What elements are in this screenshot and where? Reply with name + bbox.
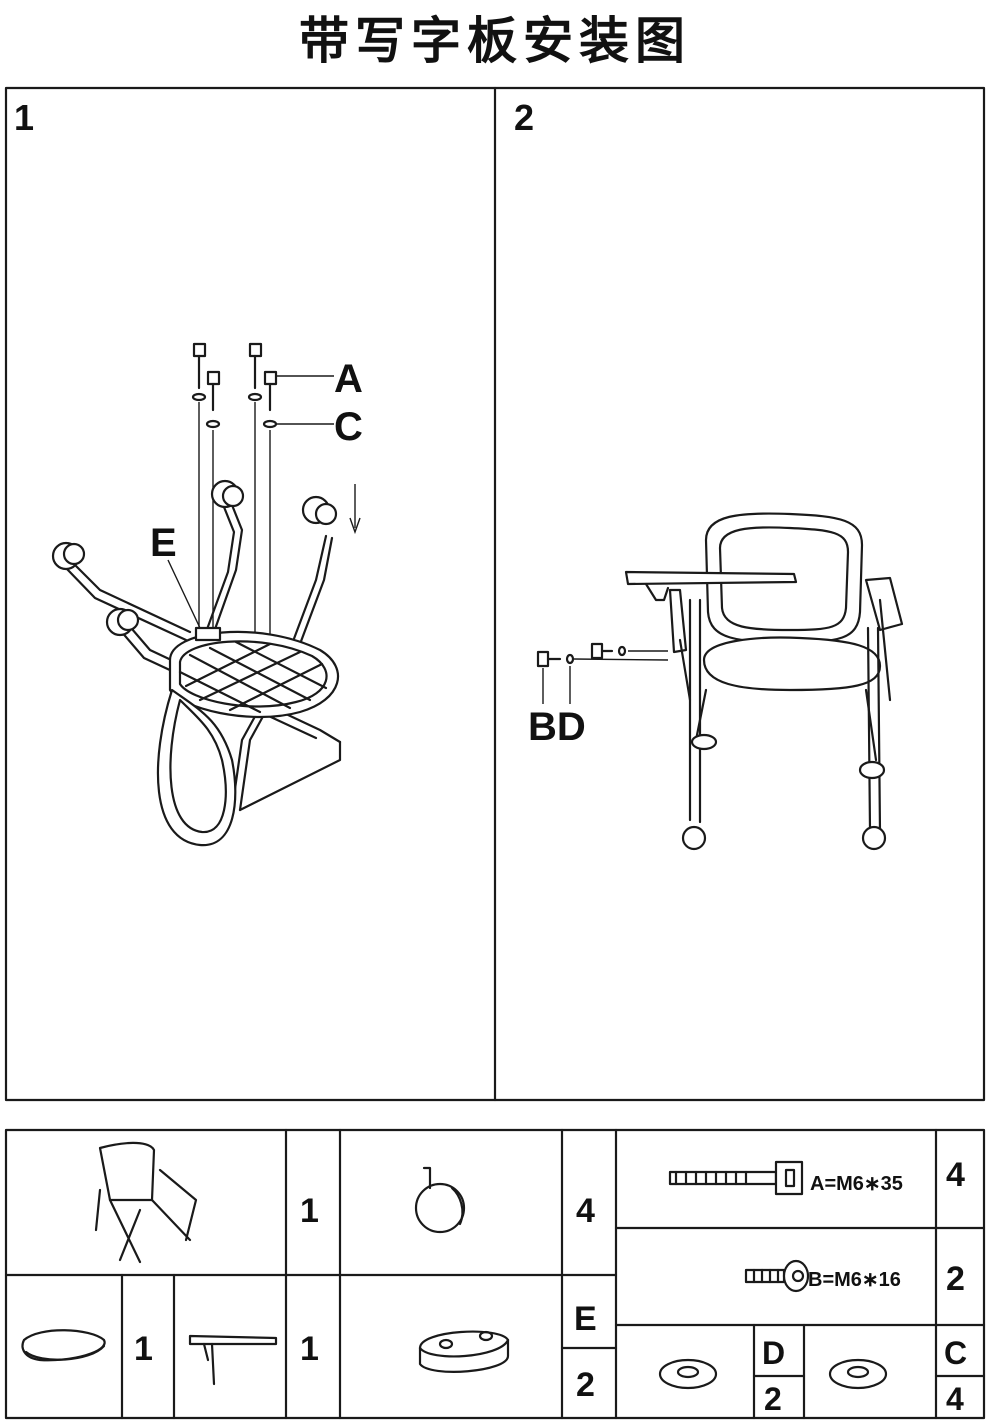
part-washer-c-icon	[828, 1358, 888, 1390]
part-pad-icon	[418, 1330, 510, 1373]
part-frame-icon	[94, 1141, 198, 1264]
part-seat-qty: 1	[134, 1330, 153, 1368]
step-2-label-bd: BD	[528, 705, 586, 749]
part-screw-a-icon	[668, 1160, 804, 1196]
part-frame-qty: 1	[300, 1192, 319, 1230]
part-washer-d-letter: D	[762, 1335, 785, 1371]
step-2-illustration: BD	[528, 512, 904, 851]
step-1-number: 1	[14, 97, 34, 138]
part-seat-icon	[21, 1329, 106, 1362]
step-panels	[4, 86, 986, 1102]
part-tablet-icon	[188, 1334, 278, 1386]
part-screw-b-qty: 2	[946, 1260, 965, 1298]
part-tablet-qty: 1	[300, 1330, 319, 1368]
part-pad-qty: 2	[576, 1366, 595, 1404]
part-washer-d-qty: 2	[764, 1381, 782, 1417]
part-screw-a-label: A=M6∗35	[810, 1173, 903, 1195]
parts-table-grid	[4, 1128, 986, 1420]
part-washer-d-icon	[658, 1358, 718, 1390]
part-pad-letter: E	[574, 1300, 597, 1338]
page-title: 带写字板安装图	[299, 11, 691, 70]
part-screw-a-qty: 4	[946, 1156, 965, 1194]
step-1-illustration: A C E	[51, 342, 363, 847]
step-1-label-a: A	[334, 357, 363, 401]
step-1-label-e: E	[150, 521, 177, 565]
step-1-label-c: C	[334, 405, 363, 449]
part-caster-qty: 4	[576, 1192, 595, 1230]
part-screw-b-label: B=M6∗16	[808, 1269, 901, 1291]
part-caster-icon	[414, 1166, 466, 1234]
part-washer-c-qty: 4	[946, 1381, 964, 1417]
part-screw-b-icon	[744, 1259, 810, 1293]
step-2-number: 2	[514, 97, 534, 138]
part-washer-c-letter: C	[944, 1335, 967, 1371]
